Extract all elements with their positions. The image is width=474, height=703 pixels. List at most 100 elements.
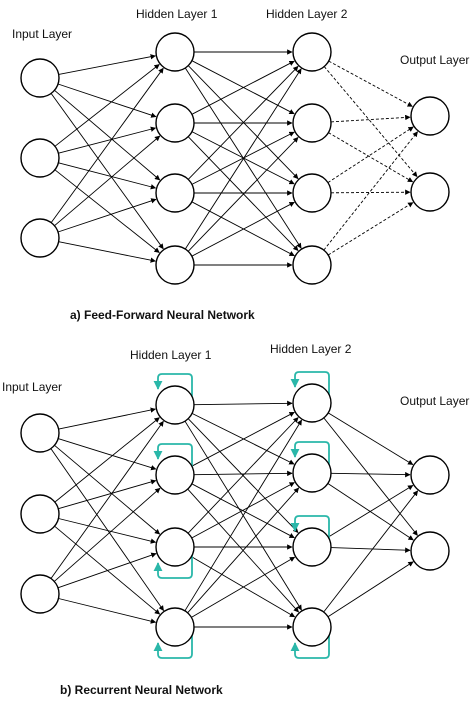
connection-edge bbox=[327, 485, 414, 538]
connection-edge bbox=[327, 126, 414, 183]
rnn-hidden-layer-2-label: Hidden Layer 2 bbox=[270, 342, 352, 356]
rnn-panel: Input Layer Hidden Layer 1 Hidden Layer … bbox=[2, 342, 469, 697]
connection-edge bbox=[57, 198, 157, 233]
connection-edge bbox=[327, 202, 414, 256]
connection-edge bbox=[54, 135, 161, 227]
ffnn-input-layer-label: Input Layer bbox=[12, 27, 72, 41]
connection-edge bbox=[193, 470, 293, 477]
connection-edge bbox=[58, 126, 157, 154]
input-neuron bbox=[20, 58, 60, 98]
connection-edge bbox=[58, 162, 157, 190]
connection-edge bbox=[187, 487, 300, 614]
connection-edge bbox=[57, 438, 157, 471]
connection-edge bbox=[187, 65, 299, 180]
hidden2-neuron bbox=[292, 245, 332, 285]
input-neuron bbox=[20, 574, 60, 614]
rnn-edges bbox=[50, 400, 419, 630]
recurrent-loop-arrow bbox=[153, 373, 193, 397]
output-neuron bbox=[410, 531, 450, 571]
connection-edge bbox=[58, 598, 157, 624]
hidden1-neuron bbox=[155, 32, 195, 72]
rnn-input-layer-label: Input Layer bbox=[2, 380, 62, 394]
connection-edge bbox=[193, 400, 293, 407]
hidden1-neuron bbox=[155, 173, 195, 213]
connection-edge bbox=[327, 412, 414, 465]
hidden1-neuron bbox=[155, 245, 195, 285]
input-neuron bbox=[20, 138, 60, 178]
connection-edge bbox=[187, 417, 299, 534]
connection-edge bbox=[191, 131, 295, 185]
connection-edge bbox=[50, 67, 164, 223]
connection-edge bbox=[58, 407, 156, 430]
connection-edge bbox=[54, 487, 161, 582]
hidden2-neuron bbox=[292, 453, 332, 493]
connection-edge bbox=[54, 417, 160, 503]
connection-edge bbox=[328, 132, 414, 183]
recurrent-loop-arrow bbox=[290, 441, 330, 465]
connection-edge bbox=[323, 490, 419, 613]
connection-edge bbox=[330, 189, 411, 195]
hidden2-neuron bbox=[292, 32, 332, 72]
connection-edge bbox=[328, 60, 413, 107]
recurrent-loop-arrow bbox=[290, 371, 330, 395]
connection-edge bbox=[184, 419, 302, 612]
connection-edge bbox=[323, 66, 418, 178]
rnn-caption: b) Recurrent Neural Network bbox=[60, 683, 223, 697]
ffnn-hidden-layer-1-label: Hidden Layer 1 bbox=[136, 7, 218, 21]
recurrent-loop-arrow bbox=[153, 443, 193, 467]
output-neuron bbox=[410, 172, 450, 212]
ffnn-hidden-layer-2-label: Hidden Layer 2 bbox=[266, 7, 348, 21]
connection-edge bbox=[323, 131, 418, 251]
connection-edge bbox=[330, 547, 411, 553]
connection-edge bbox=[191, 556, 296, 618]
connection-edge bbox=[50, 420, 164, 579]
rnn-recurrent-loops bbox=[153, 371, 330, 659]
hidden1-neuron bbox=[155, 607, 195, 647]
connection-edge bbox=[327, 561, 414, 618]
connection-edge bbox=[50, 448, 164, 612]
connection-edge bbox=[57, 83, 157, 118]
connection-edge bbox=[54, 444, 161, 535]
rnn-neurons bbox=[20, 383, 450, 647]
connection-edge bbox=[191, 201, 295, 257]
recurrent-loop-arrow bbox=[153, 635, 193, 659]
ffnn-caption: a) Feed-Forward Neural Network bbox=[70, 308, 255, 322]
hidden1-neuron bbox=[155, 455, 195, 495]
hidden2-neuron bbox=[292, 383, 332, 423]
input-neuron bbox=[20, 218, 60, 258]
recurrent-loop-arrow bbox=[290, 515, 330, 539]
connection-edge bbox=[58, 241, 156, 263]
hidden2-neuron bbox=[292, 173, 332, 213]
connection-edge bbox=[187, 137, 299, 252]
hidden2-neuron bbox=[292, 607, 332, 647]
output-neuron bbox=[410, 455, 450, 495]
connection-edge bbox=[187, 65, 299, 180]
connection-edge bbox=[57, 552, 157, 589]
connection-edge bbox=[54, 64, 160, 147]
hidden1-neuron bbox=[155, 103, 195, 143]
connection-edge bbox=[58, 518, 157, 544]
connection-edge bbox=[191, 411, 295, 467]
recurrent-loop-arrow bbox=[153, 555, 193, 579]
hidden2-neuron bbox=[292, 103, 332, 143]
input-neuron bbox=[20, 494, 60, 534]
connection-edge bbox=[330, 114, 411, 123]
connection-edge bbox=[58, 479, 157, 510]
connection-edge bbox=[327, 483, 414, 541]
hidden1-neuron bbox=[155, 385, 195, 425]
connection-edge bbox=[54, 169, 160, 253]
hidden1-neuron bbox=[155, 527, 195, 567]
input-neuron bbox=[20, 413, 60, 453]
connection-edge bbox=[330, 471, 411, 478]
ffnn-neurons bbox=[20, 32, 450, 285]
connection-edge bbox=[54, 89, 161, 181]
hidden2-neuron bbox=[292, 527, 332, 567]
connection-edge bbox=[50, 93, 164, 250]
rnn-output-layer-label: Output Layer bbox=[400, 394, 469, 408]
connection-edge bbox=[323, 417, 418, 536]
output-neuron bbox=[410, 96, 450, 136]
connection-edge bbox=[191, 60, 295, 115]
connection-edge bbox=[184, 68, 302, 250]
ffnn-edges bbox=[50, 49, 418, 268]
